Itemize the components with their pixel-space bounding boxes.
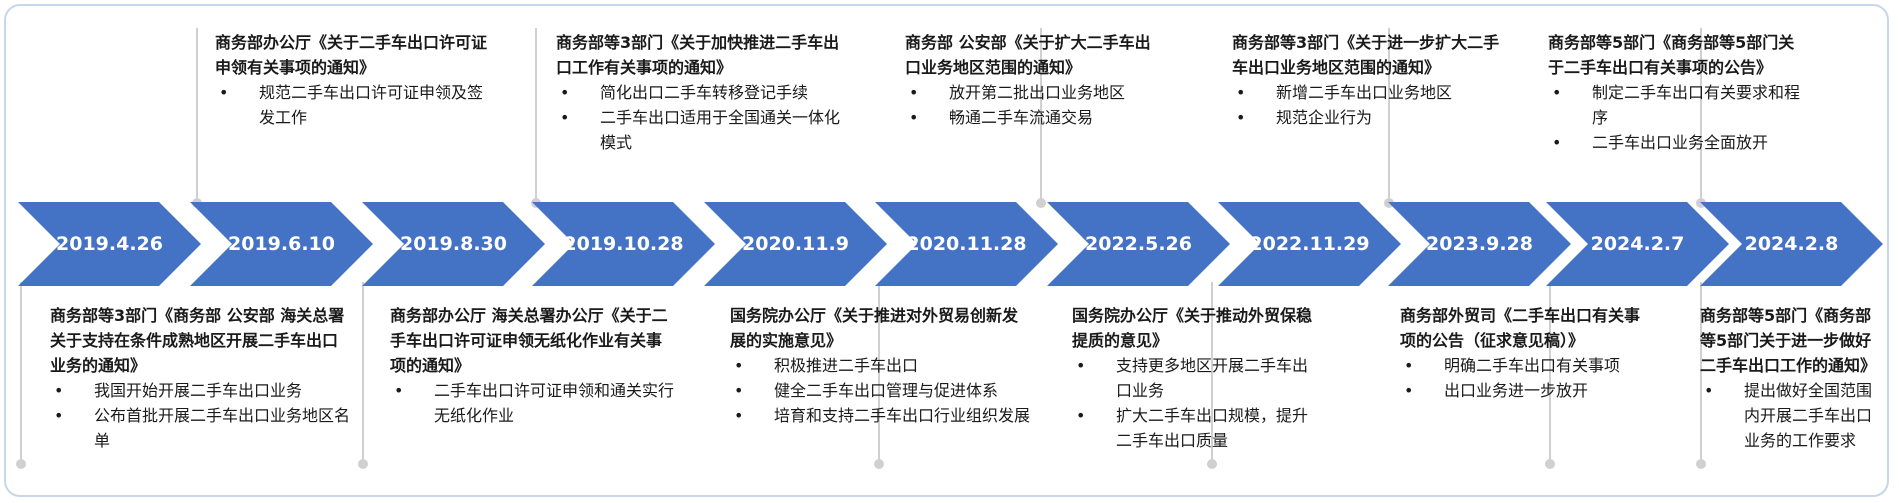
event-description: 商务部等5部门《商务部等5部门关于进一步做好二手车出口工作的通知》提出做好全国范… [1700,303,1880,453]
event-date: 2022.5.26 [1085,233,1192,255]
timeline-chevron: 2023.9.28 [1388,202,1571,286]
event-bullets: 支持更多地区开展二手车出口业务扩大二手车出口规模，提升二手车出口质量 [1072,353,1317,453]
event-title: 商务部等5部门《商务部等5部门关于进一步做好二手车出口工作的通知》 [1700,306,1877,375]
event-bullets: 制定二手车出口有关要求和程序二手车出口业务全面放开 [1548,80,1803,155]
event-bullets: 我国开始开展二手车出口业务公布首批开展二手车出口业务地区名单 [50,378,350,453]
event-bullet: 简化出口二手车转移登记手续 [556,80,846,105]
chevron-shape [18,202,201,286]
connector-dot [358,459,368,469]
event-bullet: 积极推进二手车出口 [730,353,1030,378]
event-title: 商务部办公厅 海关总署办公厅《关于二手车出口许可证申领无纸化作业有关事项的通知》 [390,306,668,375]
event-title: 商务部等3部门《商务部 公安部 海关总署关于支持在条件成熟地区开展二手车出口业务… [50,306,345,375]
event-bullet: 畅通二手车流通交易 [905,105,1160,130]
event-bullet: 放开第二批出口业务地区 [905,80,1160,105]
timeline-chevron: 2020.11.28 [875,202,1058,286]
connector-line [1700,282,1702,460]
event-description: 国务院办公厅《关于推进对外贸易创新发展的实施意见》积极推进二手车出口健全二手车出… [730,303,1030,428]
event-title: 国务院办公厅《关于推动外贸保稳提质的意见》 [1072,306,1313,350]
event-date: 2020.11.9 [742,233,849,255]
event-bullets: 放开第二批出口业务地区畅通二手车流通交易 [905,80,1160,130]
event-date: 2019.6.10 [228,233,335,255]
chevron-shape [1047,202,1230,286]
event-bullet: 扩大二手车出口规模，提升二手车出口质量 [1072,403,1317,453]
timeline-chevron: 2020.11.9 [704,202,887,286]
event-title: 商务部办公厅《关于二手车出口许可证申领有关事项的通知》 [215,33,488,77]
timeline-chevron: 2019.4.26 [18,202,201,286]
timeline-chevron: 2022.5.26 [1047,202,1230,286]
event-bullet: 公布首批开展二手车出口业务地区名单 [50,403,350,453]
event-title: 商务部等5部门《商务部等5部门关于二手车出口有关事项的公告》 [1548,33,1795,77]
event-bullets: 规范二手车出口许可证申领及签发工作 [215,80,495,130]
timeline-chevron: 2024.2.7 [1546,202,1729,286]
connector-line [196,28,198,206]
event-description: 国务院办公厅《关于推动外贸保稳提质的意见》支持更多地区开展二手车出口业务扩大二手… [1072,303,1317,453]
connector-dot [874,459,884,469]
event-date: 2023.9.28 [1426,233,1533,255]
event-description: 商务部等3部门《关于进一步扩大二手车出口业务地区范围的通知》新增二手车出口业务地… [1232,30,1512,130]
chevron-shape [704,202,887,286]
event-description: 商务部等3部门《关于加快推进二手车出口工作有关事项的通知》简化出口二手车转移登记… [556,30,846,155]
event-bullet: 提出做好全国范围内开展二手车出口业务的工作要求 [1700,378,1880,453]
timeline-chevron: 2019.8.30 [362,202,545,286]
event-bullet: 培育和支持二手车出口行业组织发展 [730,403,1030,428]
event-bullet: 制定二手车出口有关要求和程序 [1548,80,1803,130]
event-bullets: 简化出口二手车转移登记手续二手车出口适用于全国通关一体化模式 [556,80,846,155]
event-title: 商务部等3部门《关于加快推进二手车出口工作有关事项的通知》 [556,33,840,77]
timeline-chevron: 2022.11.29 [1218,202,1401,286]
event-date: 2024.2.8 [1744,233,1839,255]
event-bullets: 二手车出口许可证申领和通关实行无纸化作业 [390,378,675,428]
event-title: 商务部 公安部《关于扩大二手车出口业务地区范围的通知》 [905,33,1151,77]
chevron-shape [875,202,1058,286]
connector-dot [1036,198,1046,208]
event-bullets: 明确二手车出口有关事项出口业务进一步放开 [1400,353,1640,403]
event-bullet: 明确二手车出口有关事项 [1400,353,1640,378]
event-title: 商务部外贸司《二手车出口有关事项的公告（征求意见稿）》 [1400,306,1641,350]
event-description: 商务部外贸司《二手车出口有关事项的公告（征求意见稿）》明确二手车出口有关事项出口… [1400,303,1640,403]
timeline-chevron: 2019.10.28 [532,202,715,286]
event-date: 2022.11.29 [1249,233,1370,255]
event-bullets: 新增二手车出口业务地区规范企业行为 [1232,80,1512,130]
event-date: 2024.2.7 [1590,233,1685,255]
event-description: 商务部 公安部《关于扩大二手车出口业务地区范围的通知》放开第二批出口业务地区畅通… [905,30,1160,130]
chevron-shape [1218,202,1401,286]
event-bullet: 出口业务进一步放开 [1400,378,1640,403]
connector-line [20,282,22,460]
event-bullet: 规范企业行为 [1232,105,1512,130]
chevron-shape [1546,202,1729,286]
event-bullet: 二手车出口许可证申领和通关实行无纸化作业 [390,378,675,428]
timeline-chevron: 2019.6.10 [190,202,373,286]
event-bullet: 支持更多地区开展二手车出口业务 [1072,353,1317,403]
chevron-shape [190,202,373,286]
event-date: 2020.11.28 [906,233,1027,255]
event-bullets: 提出做好全国范围内开展二手车出口业务的工作要求 [1700,378,1880,453]
event-title: 商务部等3部门《关于进一步扩大二手车出口业务地区范围的通知》 [1232,33,1500,77]
event-bullet: 二手车出口适用于全国通关一体化模式 [556,105,846,155]
event-date: 2019.4.26 [56,233,163,255]
connector-dot [16,459,26,469]
connector-dot [1545,459,1555,469]
event-bullet: 规范二手车出口许可证申领及签发工作 [215,80,495,130]
event-bullets: 积极推进二手车出口健全二手车出口管理与促进体系培育和支持二手车出口行业组织发展 [730,353,1030,428]
event-description: 商务部等5部门《商务部等5部门关于二手车出口有关事项的公告》制定二手车出口有关要… [1548,30,1803,155]
timeline-chevron: 2024.2.8 [1700,202,1883,286]
event-bullet: 健全二手车出口管理与促进体系 [730,378,1030,403]
connector-line [535,28,537,206]
event-title: 国务院办公厅《关于推进对外贸易创新发展的实施意见》 [730,306,1019,350]
chevron-shape [1700,202,1883,286]
connector-dot [1696,459,1706,469]
connector-dot [1207,459,1217,469]
chevron-shape [362,202,545,286]
event-date: 2019.8.30 [400,233,507,255]
connector-line [362,282,364,460]
chevron-shape [532,202,715,286]
event-description: 商务部办公厅 海关总署办公厅《关于二手车出口许可证申领无纸化作业有关事项的通知》… [390,303,675,428]
event-bullet: 我国开始开展二手车出口业务 [50,378,350,403]
event-date: 2019.10.28 [563,233,684,255]
event-description: 商务部等3部门《商务部 公安部 海关总署关于支持在条件成熟地区开展二手车出口业务… [50,303,350,453]
event-description: 商务部办公厅《关于二手车出口许可证申领有关事项的通知》规范二手车出口许可证申领及… [215,30,495,130]
chevron-shape [1388,202,1571,286]
event-bullet: 新增二手车出口业务地区 [1232,80,1512,105]
event-bullet: 二手车出口业务全面放开 [1548,130,1803,155]
